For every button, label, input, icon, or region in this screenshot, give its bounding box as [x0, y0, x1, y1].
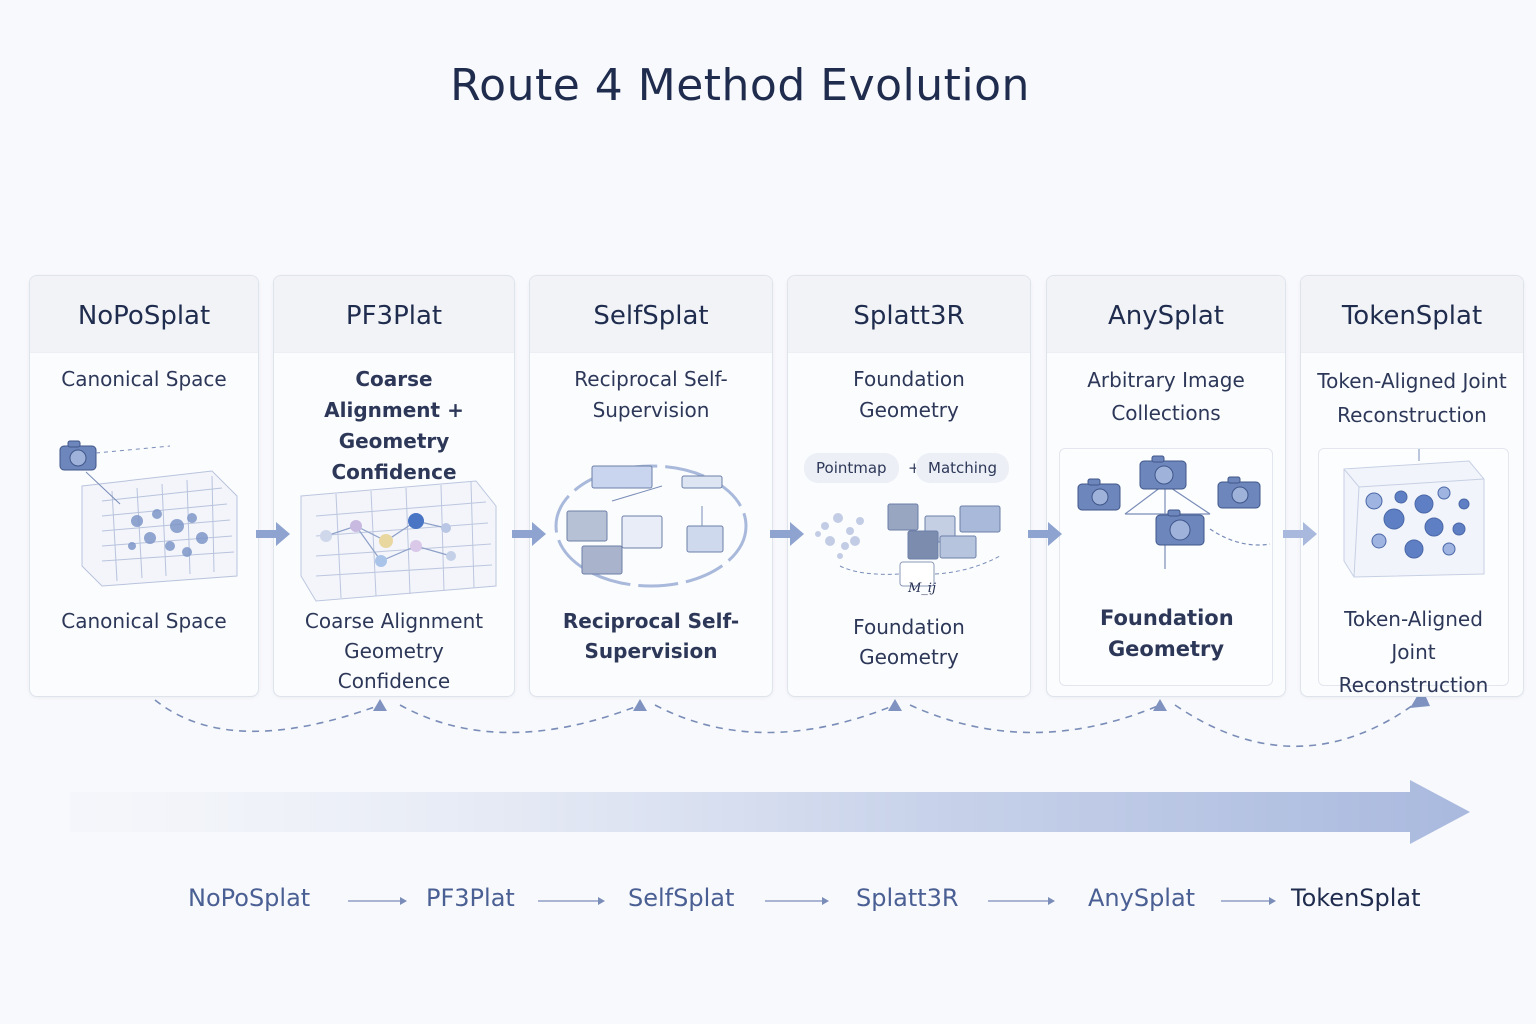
arc-arrowheads — [373, 688, 1430, 711]
matching-pill: Matching — [916, 453, 1009, 483]
timeline-label-selfsplat: SelfSplat — [628, 884, 735, 912]
card-title: NoPoSplat — [30, 276, 258, 353]
multi-camera-icons — [1077, 455, 1271, 569]
method-card-noposplat: NoPoSplat Canonical Space Canonica — [29, 275, 259, 697]
dashed-transition-arcs — [154, 699, 1421, 748]
card-subtitle: Arbitrary Image Collections — [1087, 368, 1245, 425]
card-title: TokenSplat — [1301, 276, 1523, 353]
progress-arrow — [70, 780, 1470, 844]
camera-icon — [59, 440, 97, 471]
card-caption: Coarse Alignment Geometry Confidence — [304, 609, 484, 693]
self-supervision-cycle-illustration — [542, 446, 760, 596]
timeline-label-splatt3r: Splatt3R — [856, 884, 959, 912]
timeline-arrow — [348, 893, 408, 909]
card-subtitle: Canonical Space — [61, 367, 227, 391]
connector-arrow-2 — [512, 520, 546, 548]
multi-camera-panel: Foundation Geometry — [1059, 448, 1273, 686]
card-caption: Foundation Geometry — [853, 615, 965, 669]
card-caption: Canonical Space — [61, 609, 227, 633]
card-title: SelfSplat — [530, 276, 772, 353]
arc-5 — [1174, 699, 1421, 748]
timeline-label-anysplat: AnySplat — [1088, 884, 1196, 912]
coarse-alignment-illustration — [286, 466, 502, 606]
timeline-arrow — [1221, 893, 1277, 909]
card-caption: Reciprocal Self-Supervision — [562, 609, 740, 663]
method-card-tokensplat: TokenSplat Token-Aligned Joint Reconstru… — [1300, 275, 1524, 697]
canonical-space-illustration — [42, 426, 246, 596]
timeline-label-pf3plat: PF3Plat — [426, 884, 515, 912]
card-subtitle: Token-Aligned Joint Reconstruction — [1317, 369, 1507, 427]
connector-arrow-4 — [1028, 520, 1062, 548]
camera-icon — [1077, 455, 1261, 546]
card-caption: Token-Aligned Joint Reconstruction — [1338, 607, 1489, 697]
card-title: PF3Plat — [274, 276, 514, 353]
diagram-title: Route 4 Method Evolution — [450, 60, 1030, 111]
arc-3 — [654, 704, 896, 734]
card-title: AnySplat — [1047, 276, 1285, 353]
method-card-splatt3r: Splatt3R Foundation Geometry Pointmap + … — [787, 275, 1031, 697]
connector-arrow-1 — [256, 520, 290, 548]
connector-arrow-5 — [1283, 520, 1317, 548]
timeline-label-tokensplat: TokenSplat — [1291, 884, 1421, 912]
method-card-pf3plat: PF3Plat Coarse Alignment + Geometry Conf… — [273, 275, 515, 697]
method-card-selfsplat: SelfSplat Reciprocal Self-Supervision Re… — [529, 275, 773, 697]
card-caption: Foundation Geometry — [1100, 606, 1234, 661]
arc-2 — [399, 704, 641, 734]
card-title: Splatt3R — [788, 276, 1030, 353]
timeline-label-noposplat: NoPoSplat — [188, 884, 311, 912]
card-subtitle: Reciprocal Self-Supervision — [574, 367, 728, 422]
arc-4 — [909, 704, 1161, 734]
timeline-arrow — [765, 893, 830, 909]
card-subtitle: Coarse Alignment + Geometry Confidence — [324, 367, 464, 484]
token-cube-illustration — [1343, 449, 1485, 578]
timeline-arrow — [988, 893, 1056, 909]
timeline-arrow — [538, 893, 606, 909]
pointmap-matching-pills: Pointmap + Matching — [804, 453, 1014, 485]
connector-arrow-3 — [770, 520, 804, 548]
pointmap-pill: Pointmap — [804, 453, 899, 483]
token-aligned-panel: Token-Aligned Joint Reconstruction — [1318, 448, 1509, 696]
foundation-geometry-illustration — [800, 496, 1018, 606]
card-subtitle: Foundation Geometry — [853, 367, 965, 422]
matrix-label: M_ij — [908, 581, 936, 596]
arc-1 — [154, 699, 381, 733]
method-card-anysplat: AnySplat Arbitrary Image Collections Fou… — [1046, 275, 1286, 697]
